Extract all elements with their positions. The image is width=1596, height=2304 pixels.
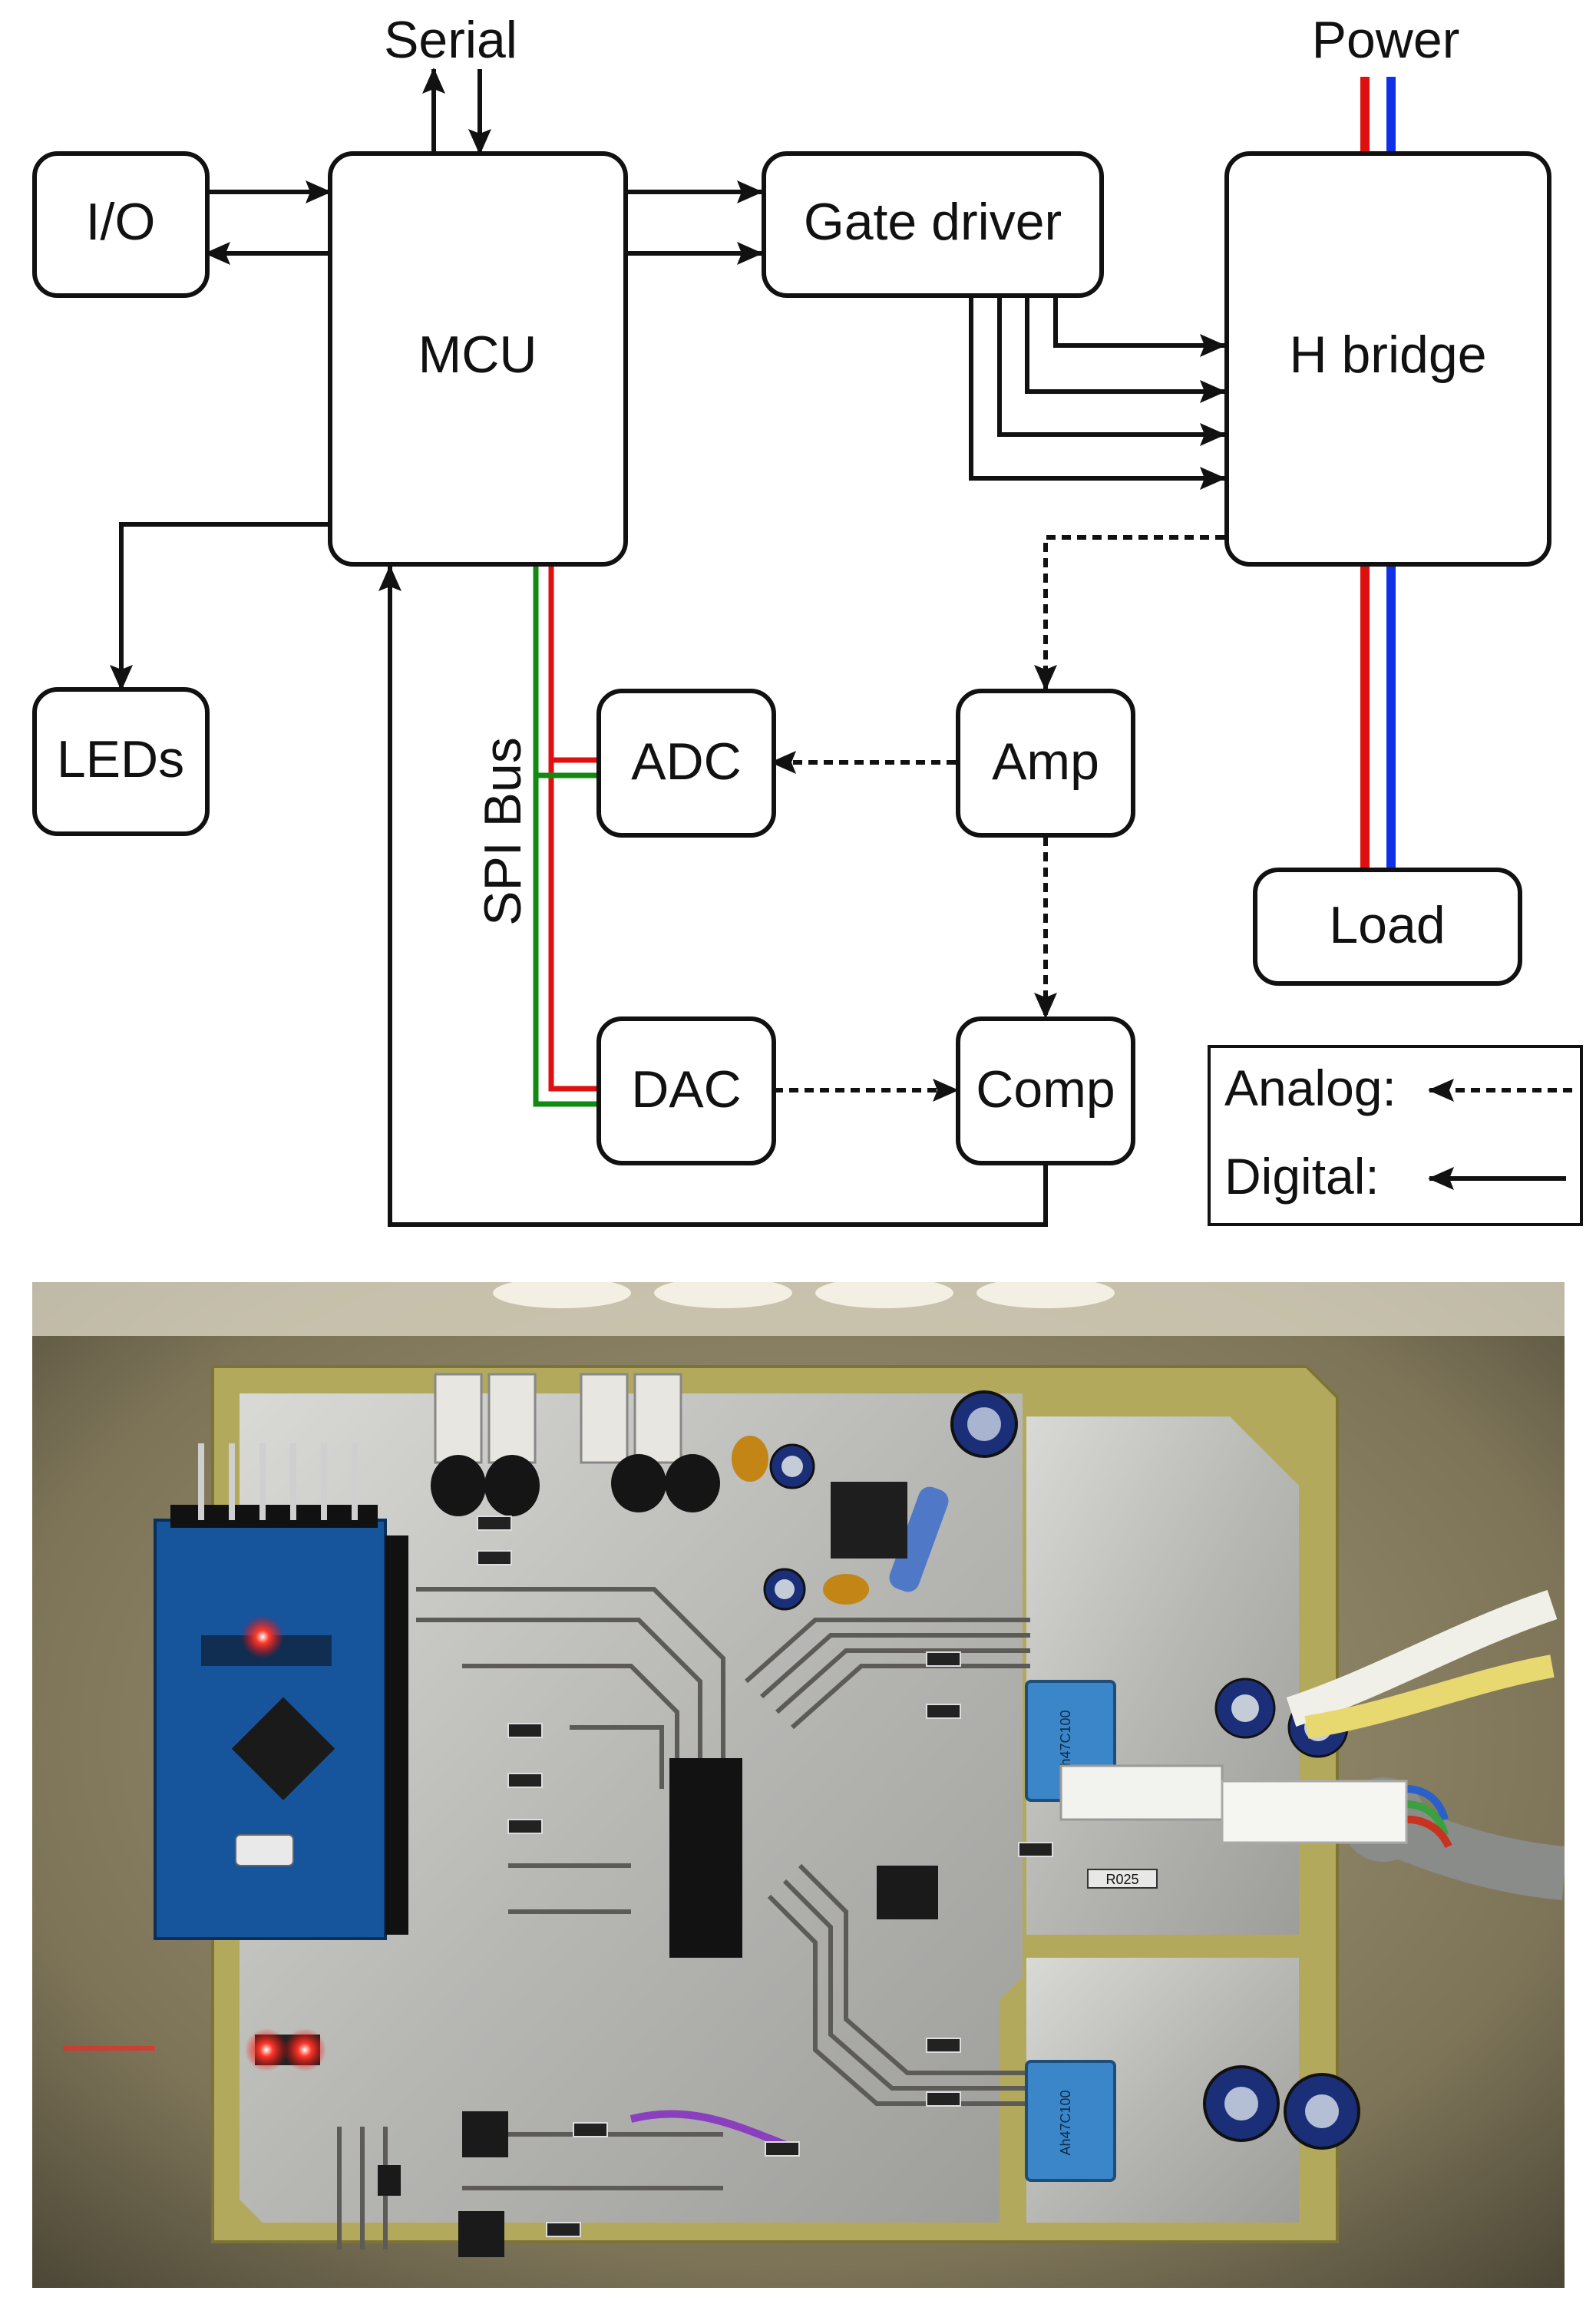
power-wires-load [1360,564,1396,870]
status-leds [63,2028,326,2071]
io-block: I/O [32,151,210,298]
terminal-block [1059,1764,1224,1821]
legend-digital-label: Digital: [1224,1148,1380,1205]
ground-plane-left [240,1393,1023,2223]
power-label: Power [1312,11,1460,69]
shunt-label: R025 [1105,1872,1138,1887]
leds-label: LEDs [57,730,184,788]
mcu-label: MCU [418,326,537,384]
spi-bus-label: SPI Bus [474,737,532,926]
leds-block: LEDs [32,687,210,836]
power-wires-top [1360,77,1396,154]
ground-plane-right [1026,1416,1299,1935]
pcb-photo: Ah47C100 Ah47C100 R025 [32,1282,1565,2288]
serial-label: Serial [384,11,517,69]
comp-label: Comp [976,1060,1115,1119]
comp-block: Comp [956,1016,1135,1165]
integrated-circuits [378,1482,938,2257]
gate-driver-label: Gate driver [804,193,1062,251]
mcu-block: MCU [328,151,628,567]
capacitors [732,1390,1360,2150]
gate-driver-block: Gate driver [762,151,1104,298]
jumper-wire [629,2110,790,2150]
analog-connections [770,535,1224,1102]
load-label: Load [1329,896,1445,954]
arduino-board [154,1443,408,1940]
power-resistor [889,1486,949,1592]
adc-label: ADC [631,732,742,791]
smd-resistors [477,1516,1053,2237]
load-block: Load [1253,868,1522,986]
adc-block: ADC [596,689,776,838]
amp-label: Amp [992,732,1099,791]
dac-block: DAC [596,1016,776,1165]
sensor-label-2: Ah47C100 [1058,2090,1073,2155]
block-diagram: I/O MCU Gate driver H bridge LEDs ADC Am… [32,11,1583,1227]
h-bridge-block: H bridge [1224,151,1551,567]
io-label: I/O [86,193,156,251]
sensor-label-1: Ah47C100 [1058,1710,1073,1775]
shunt-resistor [1087,1869,1158,1889]
legend: Analog: Digital: [1208,1045,1583,1226]
top-connectors [431,1373,720,1516]
legend-analog-label: Analog: [1224,1059,1396,1116]
amp-block: Amp [956,689,1135,838]
digital-connections [110,68,1226,1227]
h-bridge-label: H bridge [1289,326,1486,384]
spi-bus-lines [533,564,599,1107]
pcb-traces [337,1587,1030,2249]
dac-label: DAC [631,1060,742,1119]
